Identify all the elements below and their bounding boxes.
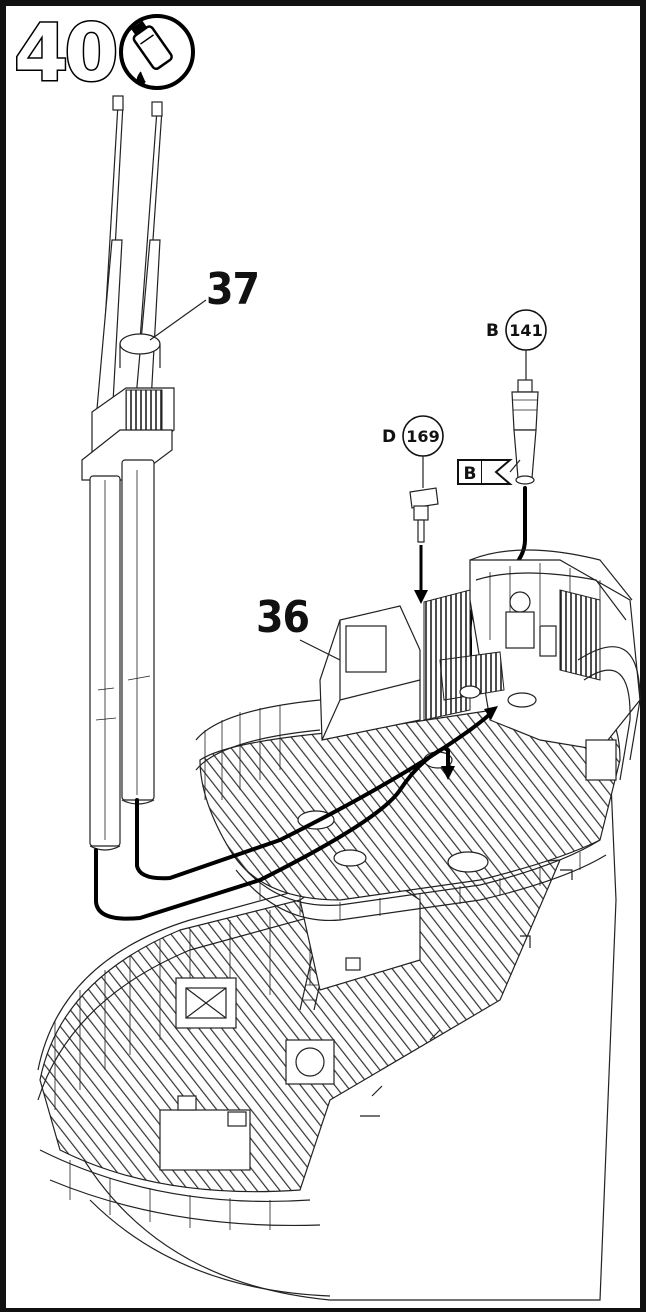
decal-flag-callout: B	[457, 459, 521, 485]
step-number: 40	[14, 9, 115, 99]
mast-insertion-arrows	[94, 706, 498, 921]
part-number-141: 141	[509, 321, 542, 340]
flag-arrow-icon	[482, 459, 513, 485]
glue-tube-icon	[119, 14, 195, 90]
sprue-letter-d: D	[382, 427, 396, 447]
hull-assembly	[37, 549, 641, 1301]
part-callout-b141: B 141	[486, 309, 547, 380]
part-37-label: 37	[206, 264, 259, 315]
part-169-post	[409, 487, 439, 543]
part-callout-d169: D 169	[382, 415, 444, 488]
part-36-label: 36	[256, 592, 309, 643]
mast-assembly	[81, 95, 207, 851]
sprue-letter-b: B	[486, 321, 499, 341]
part-number-169: 169	[406, 427, 439, 446]
part-141-pipe	[511, 379, 539, 485]
decal-letter-b: B	[464, 464, 477, 484]
